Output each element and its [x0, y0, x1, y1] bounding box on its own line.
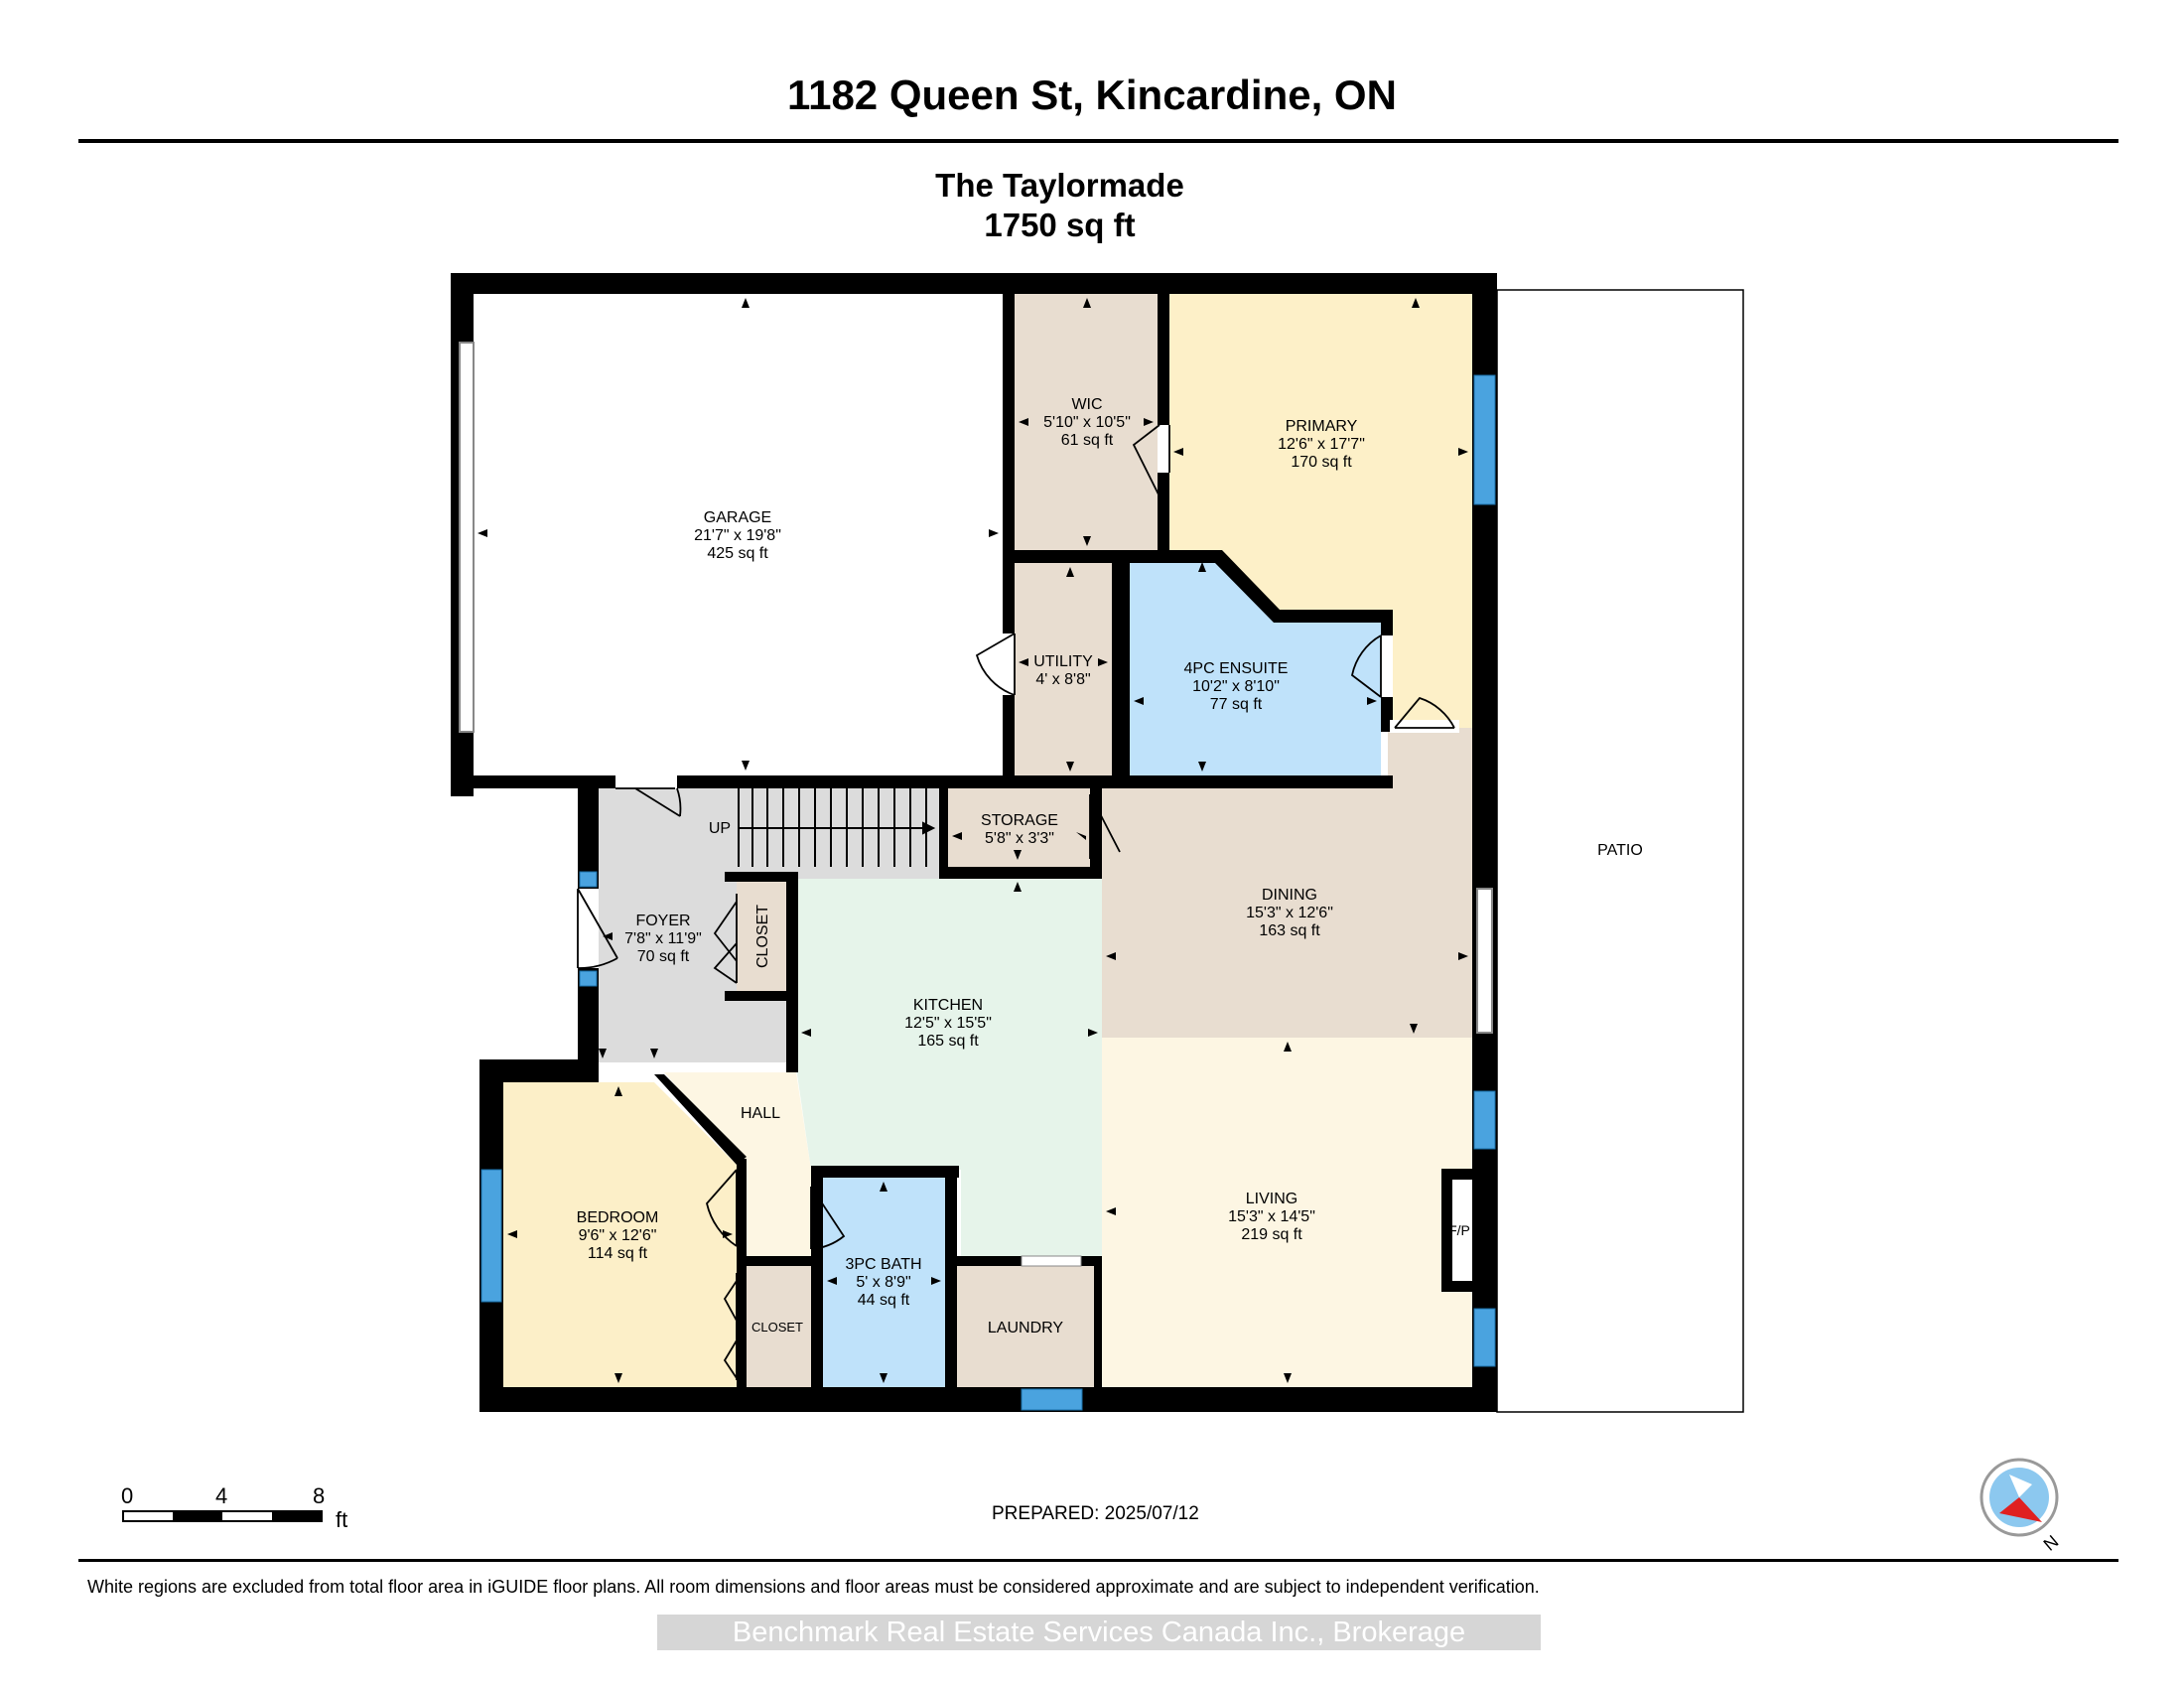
- stairs-label: UP: [709, 820, 731, 837]
- laundry-name: LAUNDRY: [988, 1320, 1064, 1336]
- patio-door-opening: [1476, 888, 1493, 1034]
- garage-fill: [474, 294, 1003, 775]
- watermark: Benchmark Real Estate Services Canada In…: [657, 1615, 1541, 1650]
- title-divider: [78, 139, 2118, 143]
- laundry-door-opening: [1021, 1255, 1082, 1267]
- bath-fill: [823, 1178, 945, 1387]
- room-fills: [474, 294, 1472, 1387]
- ensuite-area: 77 sq ft: [1210, 696, 1263, 713]
- wic-fill: [1015, 294, 1160, 550]
- living-area: 219 sq ft: [1241, 1226, 1302, 1243]
- bath-area: 44 sq ft: [858, 1292, 910, 1309]
- scale-tick-0: 0: [121, 1483, 134, 1508]
- disclaimer: White regions are excluded from total fl…: [87, 1577, 1540, 1597]
- scale-unit: ft: [336, 1507, 348, 1532]
- front-door-opening: [578, 889, 599, 968]
- foyer-name: FOYER: [635, 913, 690, 929]
- bedroom-dims: 9'6" x 12'6": [579, 1227, 657, 1244]
- hall-fill: [664, 1072, 811, 1256]
- dimension-markers: [478, 298, 1468, 1383]
- ensuite-dims: 10'2" x 8'10": [1192, 678, 1280, 695]
- plan-name: The Taylormade: [935, 167, 1184, 204]
- primary-name: PRIMARY: [1286, 418, 1358, 435]
- garage-name: GARAGE: [704, 509, 771, 526]
- bedroom-area: 114 sq ft: [588, 1245, 648, 1262]
- storage-name: STORAGE: [981, 812, 1058, 829]
- dining-fill: [1102, 728, 1472, 1038]
- utility-name: UTILITY: [1033, 653, 1093, 670]
- utility-fill: [1015, 563, 1112, 775]
- foyer-dims: 7'8" x 11'9": [624, 930, 702, 947]
- compass-north-label: N: [2040, 1531, 2063, 1555]
- primary-fill: [1169, 294, 1472, 728]
- door-swings: [577, 424, 1459, 1380]
- utility-dims: 4' x 8'8": [1035, 671, 1090, 688]
- compass-icon: [1979, 1458, 2059, 1537]
- primary-area: 170 sq ft: [1291, 454, 1352, 471]
- total-area: 1750 sq ft: [984, 207, 1136, 243]
- hall-name: HALL: [741, 1105, 780, 1122]
- bedroom-closet-fill: [744, 1266, 811, 1387]
- storage-dims: 5'8" x 3'3": [985, 830, 1054, 847]
- bedroom-fill: [503, 1082, 737, 1387]
- ensuite-name: 4PC ENSUITE: [1184, 660, 1289, 677]
- living-name: LIVING: [1246, 1191, 1297, 1207]
- wic-dims: 5'10" x 10'5": [1043, 414, 1131, 431]
- wic-area: 61 sq ft: [1061, 432, 1114, 449]
- bath-dims: 5' x 8'9": [856, 1274, 910, 1291]
- foyer-closet-name: CLOSET: [754, 905, 771, 968]
- kitchen-name: KITCHEN: [913, 997, 983, 1014]
- patio-name: PATIO: [1597, 842, 1643, 859]
- footer-divider: [78, 1559, 2118, 1562]
- windows: [480, 374, 1496, 1411]
- bath-name: 3PC BATH: [845, 1256, 921, 1273]
- bedroom-name: BEDROOM: [577, 1209, 659, 1226]
- stairs: [738, 788, 936, 867]
- foyer-closet-fill: [737, 879, 786, 993]
- kitchen-dims: 12'5" x 15'5": [904, 1015, 992, 1032]
- foyer-area: 70 sq ft: [637, 948, 690, 965]
- garage-area: 425 sq ft: [707, 545, 768, 562]
- scale-tick-8: 8: [313, 1483, 326, 1508]
- dining-name: DINING: [1262, 887, 1317, 904]
- dining-dims: 15'3" x 12'6": [1246, 905, 1333, 921]
- dining-area: 163 sq ft: [1259, 922, 1320, 939]
- garage-dims: 21'7" x 19'8": [694, 527, 781, 544]
- garage-door-opening: [459, 342, 475, 733]
- laundry-fill: [957, 1266, 1094, 1387]
- kitchen-area: 165 sq ft: [917, 1033, 979, 1050]
- primary-dims: 12'6" x 17'7": [1278, 436, 1365, 453]
- scale-bar: [122, 1510, 323, 1522]
- scale-tick-4: 4: [215, 1483, 228, 1508]
- prepared-date: PREPARED: 2025/07/12: [992, 1503, 1199, 1524]
- living-fill: [1102, 1038, 1472, 1387]
- living-dims: 15'3" x 14'5": [1228, 1208, 1315, 1225]
- room-labels: GARAGE 21'7" x 19'8" 425 sq ft WIC 5'10"…: [577, 396, 1643, 1336]
- page-title: 1182 Queen St, Kincardine, ON: [787, 71, 1397, 118]
- fireplace-opening: [1452, 1180, 1472, 1281]
- ensuite-fill: [1130, 558, 1381, 775]
- wic-name: WIC: [1071, 396, 1102, 413]
- bedroom-closet-name: CLOSET: [751, 1320, 803, 1335]
- fireplace-label: F/P: [1448, 1222, 1470, 1238]
- kitchen-fill: [796, 879, 1102, 1259]
